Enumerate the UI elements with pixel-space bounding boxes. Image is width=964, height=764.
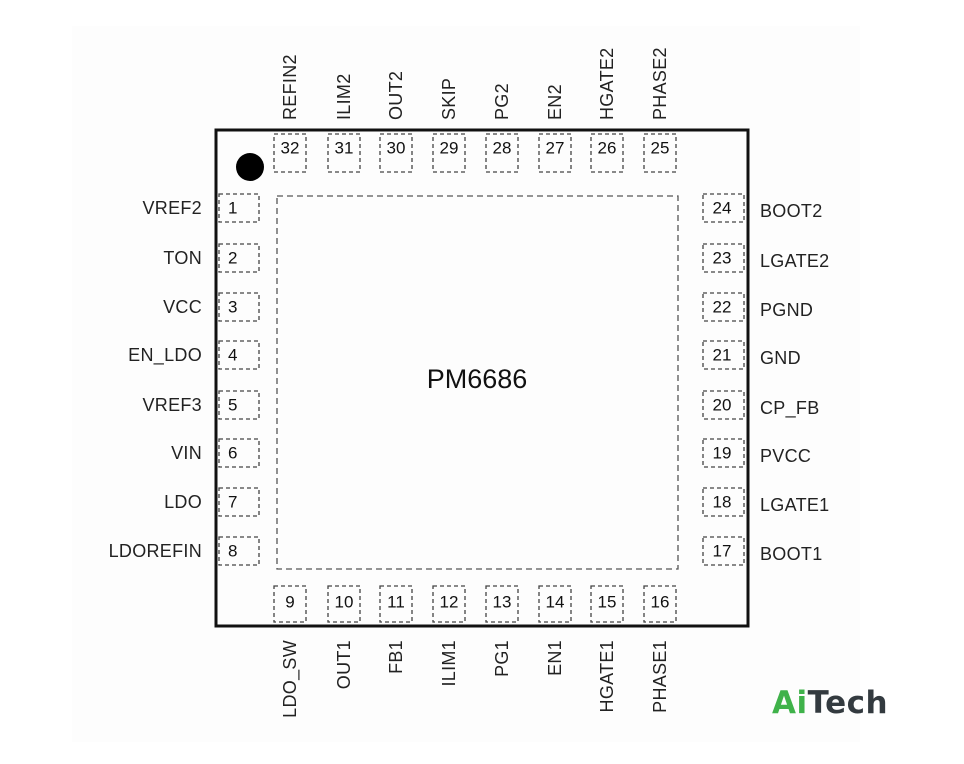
pin-pad xyxy=(590,585,624,623)
pin-pad xyxy=(538,133,572,173)
pin-name: LDOREFIN xyxy=(109,541,202,561)
pin-name: EN1 xyxy=(545,640,565,676)
pin-pad xyxy=(218,340,260,370)
pin-number: 18 xyxy=(713,493,732,512)
pin-pad xyxy=(643,133,677,173)
exposed-pad xyxy=(276,195,679,570)
pin-name: ILIM2 xyxy=(334,73,354,120)
pin-name: VIN xyxy=(171,443,202,463)
pins-layer: 1 VREF2 2 TON 3 VCC 4 EN_LDO 5 VREF3 6 VIN 7 LDO 8 LDOR… xyxy=(109,47,830,718)
pin-pad xyxy=(218,193,260,223)
pin-number: 3 xyxy=(228,298,237,317)
pin-name: REFIN2 xyxy=(280,54,300,120)
pin-pad xyxy=(327,585,361,623)
pin-name: LDO xyxy=(164,492,202,512)
pin-name: VCC xyxy=(163,297,202,317)
pin-number: 27 xyxy=(546,139,565,158)
pin-name: PVCC xyxy=(760,446,811,466)
pin-name: EN2 xyxy=(545,84,565,120)
pin-number: 17 xyxy=(713,542,732,561)
pin-pad xyxy=(327,133,361,173)
pin-name: OUT1 xyxy=(334,640,354,689)
pin-pad xyxy=(485,133,519,173)
pin-name: PG1 xyxy=(492,640,512,677)
pin-pad xyxy=(218,390,260,420)
pin-name: PGND xyxy=(760,300,813,320)
pin-number: 1 xyxy=(228,199,237,218)
pin-name: ILIM1 xyxy=(439,640,459,687)
pin-name: CP_FB xyxy=(760,398,820,419)
pin-pad xyxy=(218,243,260,273)
pin-pad xyxy=(218,487,260,517)
pin-number: 2 xyxy=(228,249,237,268)
pin-number: 25 xyxy=(651,139,670,158)
pin-name: VREF3 xyxy=(142,395,202,415)
pin-pad xyxy=(218,536,260,566)
pin-number: 8 xyxy=(228,542,237,561)
part-number-label: PM6686 xyxy=(427,364,528,394)
pin-name: LDO_SW xyxy=(280,640,301,718)
pin-pad xyxy=(643,585,677,623)
pin-pad xyxy=(218,438,260,468)
pin-name: OUT2 xyxy=(386,71,406,120)
pin-number: 20 xyxy=(713,396,732,415)
pin-number: 11 xyxy=(387,593,405,612)
pin-number: 15 xyxy=(598,593,617,612)
pin-name: HGATE2 xyxy=(597,48,617,120)
pin-pad xyxy=(379,133,413,173)
pin-number: 30 xyxy=(387,139,406,158)
pin-number: 9 xyxy=(285,593,294,612)
pin-name: SKIP xyxy=(439,78,459,120)
pin-number: 5 xyxy=(228,396,237,415)
logo-text-ai: Ai xyxy=(772,685,808,721)
pin-pad xyxy=(590,133,624,173)
pin-name: GND xyxy=(760,348,801,368)
pin-pad xyxy=(273,133,307,173)
pin-name: LGATE1 xyxy=(760,495,830,515)
pin-pad xyxy=(538,585,572,623)
pin-name: PHASE1 xyxy=(650,640,670,713)
pin-name: VREF2 xyxy=(142,198,202,218)
pin-name: TON xyxy=(163,248,202,268)
pin-name: EN_LDO xyxy=(128,345,202,366)
pin-number: 29 xyxy=(440,139,459,158)
pin-pad xyxy=(379,585,413,623)
pin-name: PG2 xyxy=(492,83,512,120)
pin-number: 16 xyxy=(651,593,670,612)
pin-name: HGATE1 xyxy=(597,640,617,712)
diagram-background xyxy=(72,26,860,742)
pin-number: 32 xyxy=(281,139,300,158)
pin-pad xyxy=(432,585,466,623)
pin-name: BOOT2 xyxy=(760,201,823,221)
pin-number: 22 xyxy=(713,298,732,317)
brand-logo: AiTech xyxy=(772,688,888,719)
pin-pad xyxy=(432,133,466,173)
pin-number: 19 xyxy=(713,444,732,463)
logo-text-tech: Tech xyxy=(807,685,889,721)
pin-name: FB1 xyxy=(386,640,406,674)
pin-number: 23 xyxy=(713,249,732,268)
pin-name: BOOT1 xyxy=(760,544,823,564)
pin-number: 24 xyxy=(713,199,732,218)
pin-number: 6 xyxy=(228,444,237,463)
pin-number: 14 xyxy=(546,593,565,612)
pin-name: LGATE2 xyxy=(760,251,830,271)
pin-number: 13 xyxy=(493,593,512,612)
pin-name: PHASE2 xyxy=(650,47,670,120)
pin-number: 10 xyxy=(335,593,354,612)
pin-pad xyxy=(218,292,260,322)
pin-number: 26 xyxy=(598,139,617,158)
pin-pad xyxy=(485,585,519,623)
pin-number: 28 xyxy=(493,139,512,158)
package-outline xyxy=(214,128,750,628)
pin-number: 31 xyxy=(335,139,354,158)
pin-number: 4 xyxy=(228,346,237,365)
pin-number: 12 xyxy=(440,593,459,612)
pin1-marker-dot xyxy=(236,153,264,181)
pin-number: 21 xyxy=(713,346,732,365)
pin-pad xyxy=(273,585,307,623)
pin-number: 7 xyxy=(228,493,237,512)
